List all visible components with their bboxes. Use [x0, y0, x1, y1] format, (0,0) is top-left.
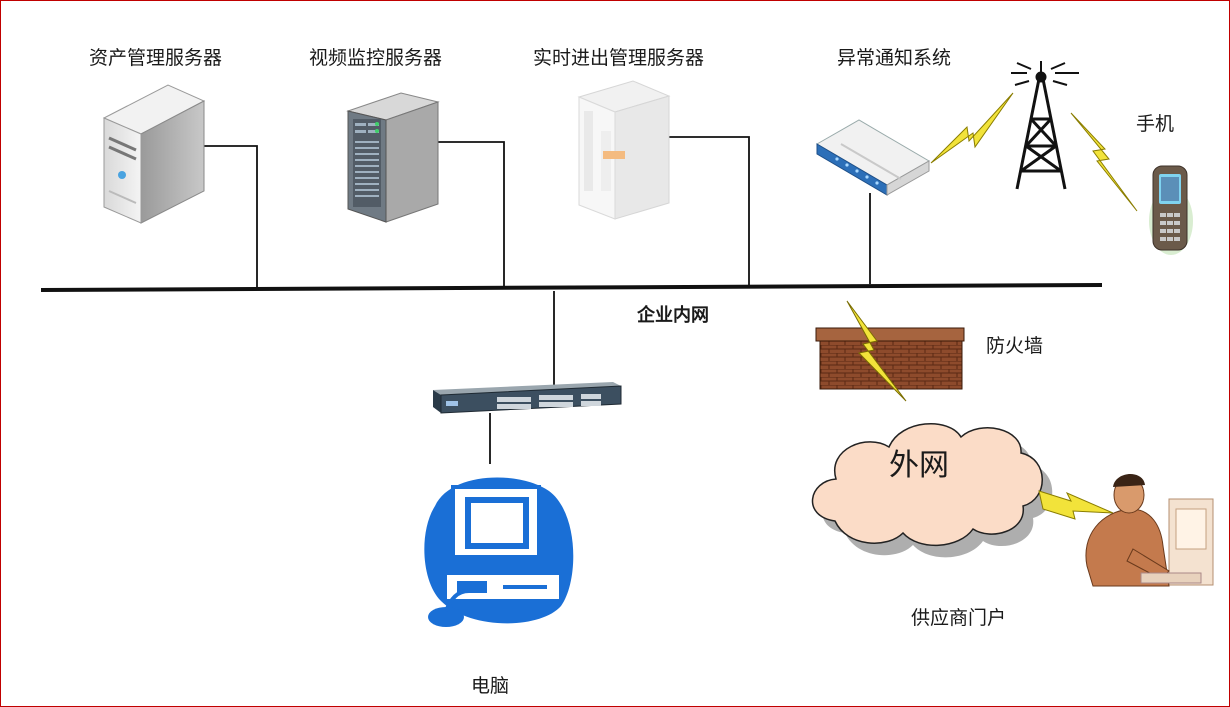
lightning-bolt-cloud-supplier [1038, 490, 1114, 520]
modem-icon [816, 119, 930, 196]
firewall-label: 防火墙 [986, 335, 1044, 357]
connector-lines [204, 136, 871, 464]
computer-icon [424, 477, 574, 627]
internet-label: 外网 [889, 448, 949, 483]
lan-backbone [40, 283, 1103, 292]
lan-label: 企业内网 [637, 305, 709, 326]
internet-cloud-icon [811, 422, 1053, 558]
firewall-icon [815, 300, 965, 402]
phone-label: 手机 [1136, 113, 1175, 135]
computer-label: 电脑 [471, 675, 510, 697]
mobile-phone-icon [1149, 165, 1193, 255]
radio-tower-icon [1011, 61, 1079, 190]
inout-server-label: 实时进出管理服务器 [533, 47, 705, 69]
inout-server-icon [577, 80, 671, 220]
supplier-portal-label: 供应商门户 [911, 607, 1007, 629]
network-switch-icon [433, 382, 622, 414]
video-server-label: 视频监控服务器 [309, 47, 443, 69]
alert-system-label: 异常通知系统 [837, 47, 952, 69]
asset-server-icon [102, 84, 206, 224]
lightning-bolt-modem-tower [930, 92, 1014, 164]
asset-server-label: 资产管理服务器 [89, 47, 223, 69]
lightning-bolt-tower-phone [1070, 112, 1138, 212]
video-server-icon [346, 92, 440, 223]
supplier-person-icon [1085, 473, 1214, 587]
